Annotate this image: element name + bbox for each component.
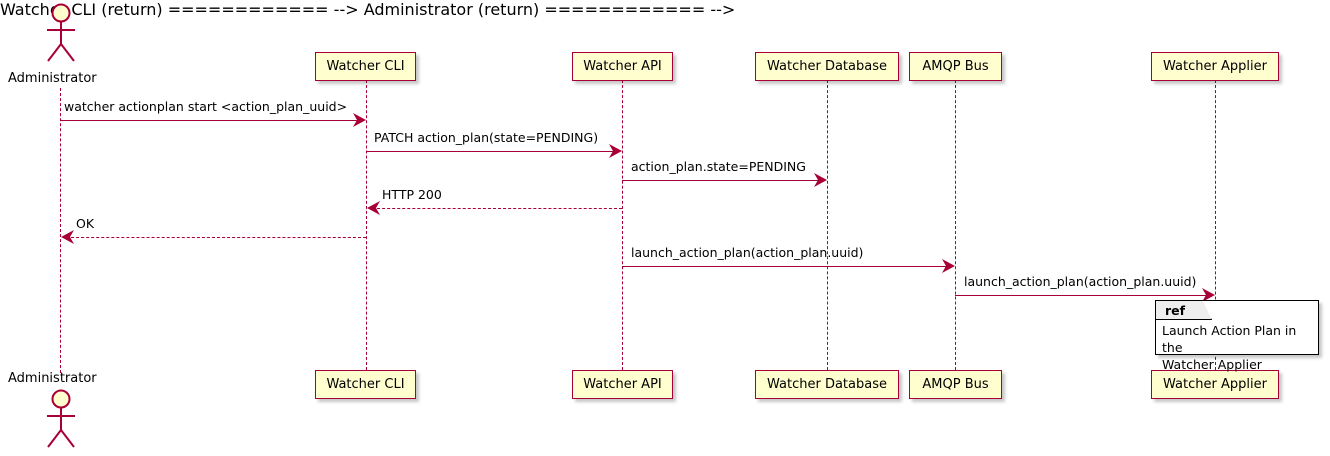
message-line-1 bbox=[60, 120, 360, 121]
participant-label-watcher-database-bottom: Watcher Database bbox=[767, 377, 887, 392]
lifeline-administrator bbox=[60, 88, 61, 373]
participant-label-watcher-cli-bottom: Watcher CLI bbox=[326, 377, 405, 392]
message-line-6 bbox=[622, 266, 949, 267]
participant-box-watcher-applier-bottom[interactable]: Watcher Applier bbox=[1151, 370, 1279, 399]
participant-box-watcher-api-bottom[interactable]: Watcher API bbox=[572, 370, 673, 399]
participant-label-watcher-applier-bottom: Watcher Applier bbox=[1163, 377, 1267, 392]
actor-label-administrator-top: Administrator bbox=[8, 71, 97, 86]
message-label-4: HTTP 200 bbox=[382, 187, 442, 202]
lifeline-watcher-cli bbox=[366, 80, 367, 370]
message-label-1: watcher actionplan start <action_plan_uu… bbox=[64, 99, 348, 114]
ref-fragment-tab: ref bbox=[1156, 301, 1212, 320]
actor-administrator-bottom bbox=[38, 388, 84, 456]
message-label-6: launch_action_plan(action_plan.uuid) bbox=[631, 245, 864, 260]
participant-box-watcher-cli-bottom[interactable]: Watcher CLI bbox=[315, 370, 416, 399]
participant-label-watcher-api-bottom: Watcher API bbox=[583, 377, 662, 392]
message-arrowhead-5 bbox=[61, 230, 74, 244]
message-arrowhead-7 bbox=[1202, 288, 1215, 302]
ref-fragment[interactable]: ref Launch Action Plan in the Watcher Ap… bbox=[1155, 300, 1319, 372]
message-arrowhead-3 bbox=[814, 173, 827, 187]
message-label-7: launch_action_plan(action_plan.uuid) bbox=[964, 274, 1197, 289]
ref-fragment-tab-label: ref bbox=[1165, 302, 1186, 318]
participant-box-watcher-applier-top[interactable]: Watcher Applier bbox=[1151, 52, 1279, 81]
message-label-3: action_plan.state=PENDING bbox=[631, 159, 806, 174]
lifeline-watcher-applier bbox=[1215, 80, 1216, 370]
message-line-5 bbox=[66, 237, 366, 238]
participant-label-watcher-database-top: Watcher Database bbox=[767, 59, 887, 74]
participant-box-watcher-database-top[interactable]: Watcher Database bbox=[755, 52, 899, 81]
participant-label-amqp-bus-bottom: AMQP Bus bbox=[922, 377, 989, 392]
participant-box-watcher-api-top[interactable]: Watcher API bbox=[572, 52, 673, 81]
actor-figure-icon bbox=[47, 389, 75, 448]
message-line-2 bbox=[366, 151, 616, 152]
message-arrowhead-4 bbox=[367, 201, 380, 215]
lifeline-amqp-bus bbox=[955, 80, 956, 370]
participant-label-watcher-applier-top: Watcher Applier bbox=[1163, 59, 1267, 74]
message-line-7 bbox=[955, 295, 1209, 296]
lifeline-watcher-database bbox=[827, 80, 828, 370]
message-arrowhead-6 bbox=[942, 259, 955, 273]
message-line-3 bbox=[622, 180, 821, 181]
actor-figure-icon bbox=[47, 3, 75, 62]
actor-administrator-top bbox=[38, 2, 84, 68]
participant-box-amqp-bus-top[interactable]: AMQP Bus bbox=[909, 52, 1002, 81]
message-label-2: PATCH action_plan(state=PENDING) bbox=[374, 130, 599, 145]
actor-label-administrator-bottom: Administrator bbox=[8, 371, 97, 386]
participant-label-amqp-bus-top: AMQP Bus bbox=[922, 59, 989, 74]
participant-box-amqp-bus-bottom[interactable]: AMQP Bus bbox=[909, 370, 1002, 399]
participant-label-watcher-cli-top: Watcher CLI bbox=[326, 59, 405, 74]
message-arrowhead-1 bbox=[353, 113, 366, 127]
participant-box-watcher-cli-top[interactable]: Watcher CLI bbox=[315, 52, 416, 81]
lifeline-watcher-api bbox=[622, 80, 623, 370]
participant-box-watcher-database-bottom[interactable]: Watcher Database bbox=[755, 370, 899, 399]
message-line-4 bbox=[372, 208, 622, 209]
message-arrowhead-2 bbox=[609, 144, 622, 158]
message-label-5: OK bbox=[76, 216, 95, 231]
ref-fragment-body: Launch Action Plan in the Watcher Applie… bbox=[1162, 323, 1297, 372]
participant-label-watcher-api-top: Watcher API bbox=[583, 59, 662, 74]
